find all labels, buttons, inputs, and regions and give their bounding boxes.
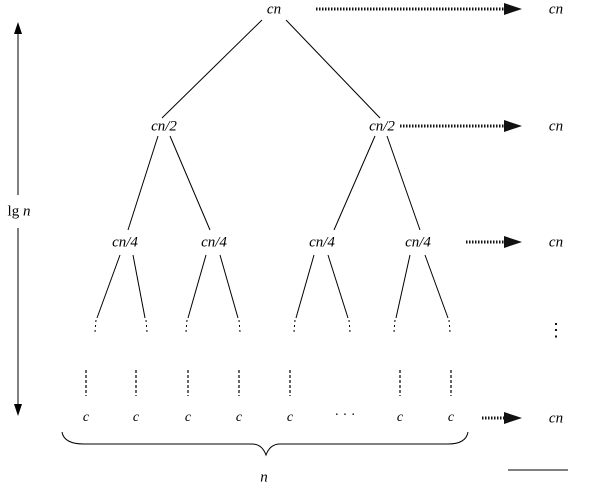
level2-node-4: cn/4 — [403, 234, 433, 251]
edge-root-left — [161, 19, 263, 119]
row-sum-level0: cn — [546, 1, 566, 18]
leaf-node: c — [394, 410, 406, 425]
root-node: cn — [264, 1, 284, 18]
leaf-node: c — [445, 410, 457, 425]
edge-l1a-left — [127, 135, 159, 231]
height-arrow — [14, 22, 22, 416]
row-sum-vdots: ⋮ — [545, 320, 567, 340]
leaf-node: c — [130, 410, 142, 425]
edge-l2c-left — [295, 254, 315, 319]
height-label: lg n — [5, 203, 33, 220]
level2-node-2: cn/4 — [199, 234, 229, 251]
edge-l2d-right — [424, 254, 449, 319]
level2-node-1: cn/4 — [110, 234, 140, 251]
height-label-var: n — [22, 203, 31, 220]
width-label: n — [258, 469, 270, 486]
row-sum-leaves: cn — [546, 410, 566, 427]
row-sum-level2: cn — [546, 234, 566, 251]
leaf-node: c — [233, 410, 245, 425]
leaf-ellipsis: · · · — [332, 408, 358, 423]
edge-l1b-left — [333, 135, 376, 231]
dashed-continuations — [94, 319, 451, 333]
edge-l1a-right — [169, 135, 211, 231]
edge-l2d-left — [395, 254, 411, 319]
row-sum-level1: cn — [546, 118, 566, 135]
height-label-lg: lg — [7, 203, 20, 220]
leaf-node: c — [284, 410, 296, 425]
edge-l2c-right — [327, 254, 349, 319]
level2-node-3: cn/4 — [307, 234, 337, 251]
edge-l2a-left — [96, 254, 121, 319]
edge-l1b-right — [386, 135, 421, 231]
level1-node-right: cn/2 — [367, 118, 397, 135]
edge-l2b-right — [219, 254, 239, 319]
leaf-node: c — [80, 410, 92, 425]
edge-root-right — [285, 19, 381, 119]
leaves-brace — [61, 431, 469, 457]
level1-node-left: cn/2 — [149, 118, 179, 135]
leaf-node: c — [182, 410, 194, 425]
leaf-stems — [85, 370, 452, 396]
row-sum-arrows — [316, 3, 522, 424]
edge-l2b-left — [187, 254, 207, 319]
edge-l2a-right — [132, 254, 146, 319]
